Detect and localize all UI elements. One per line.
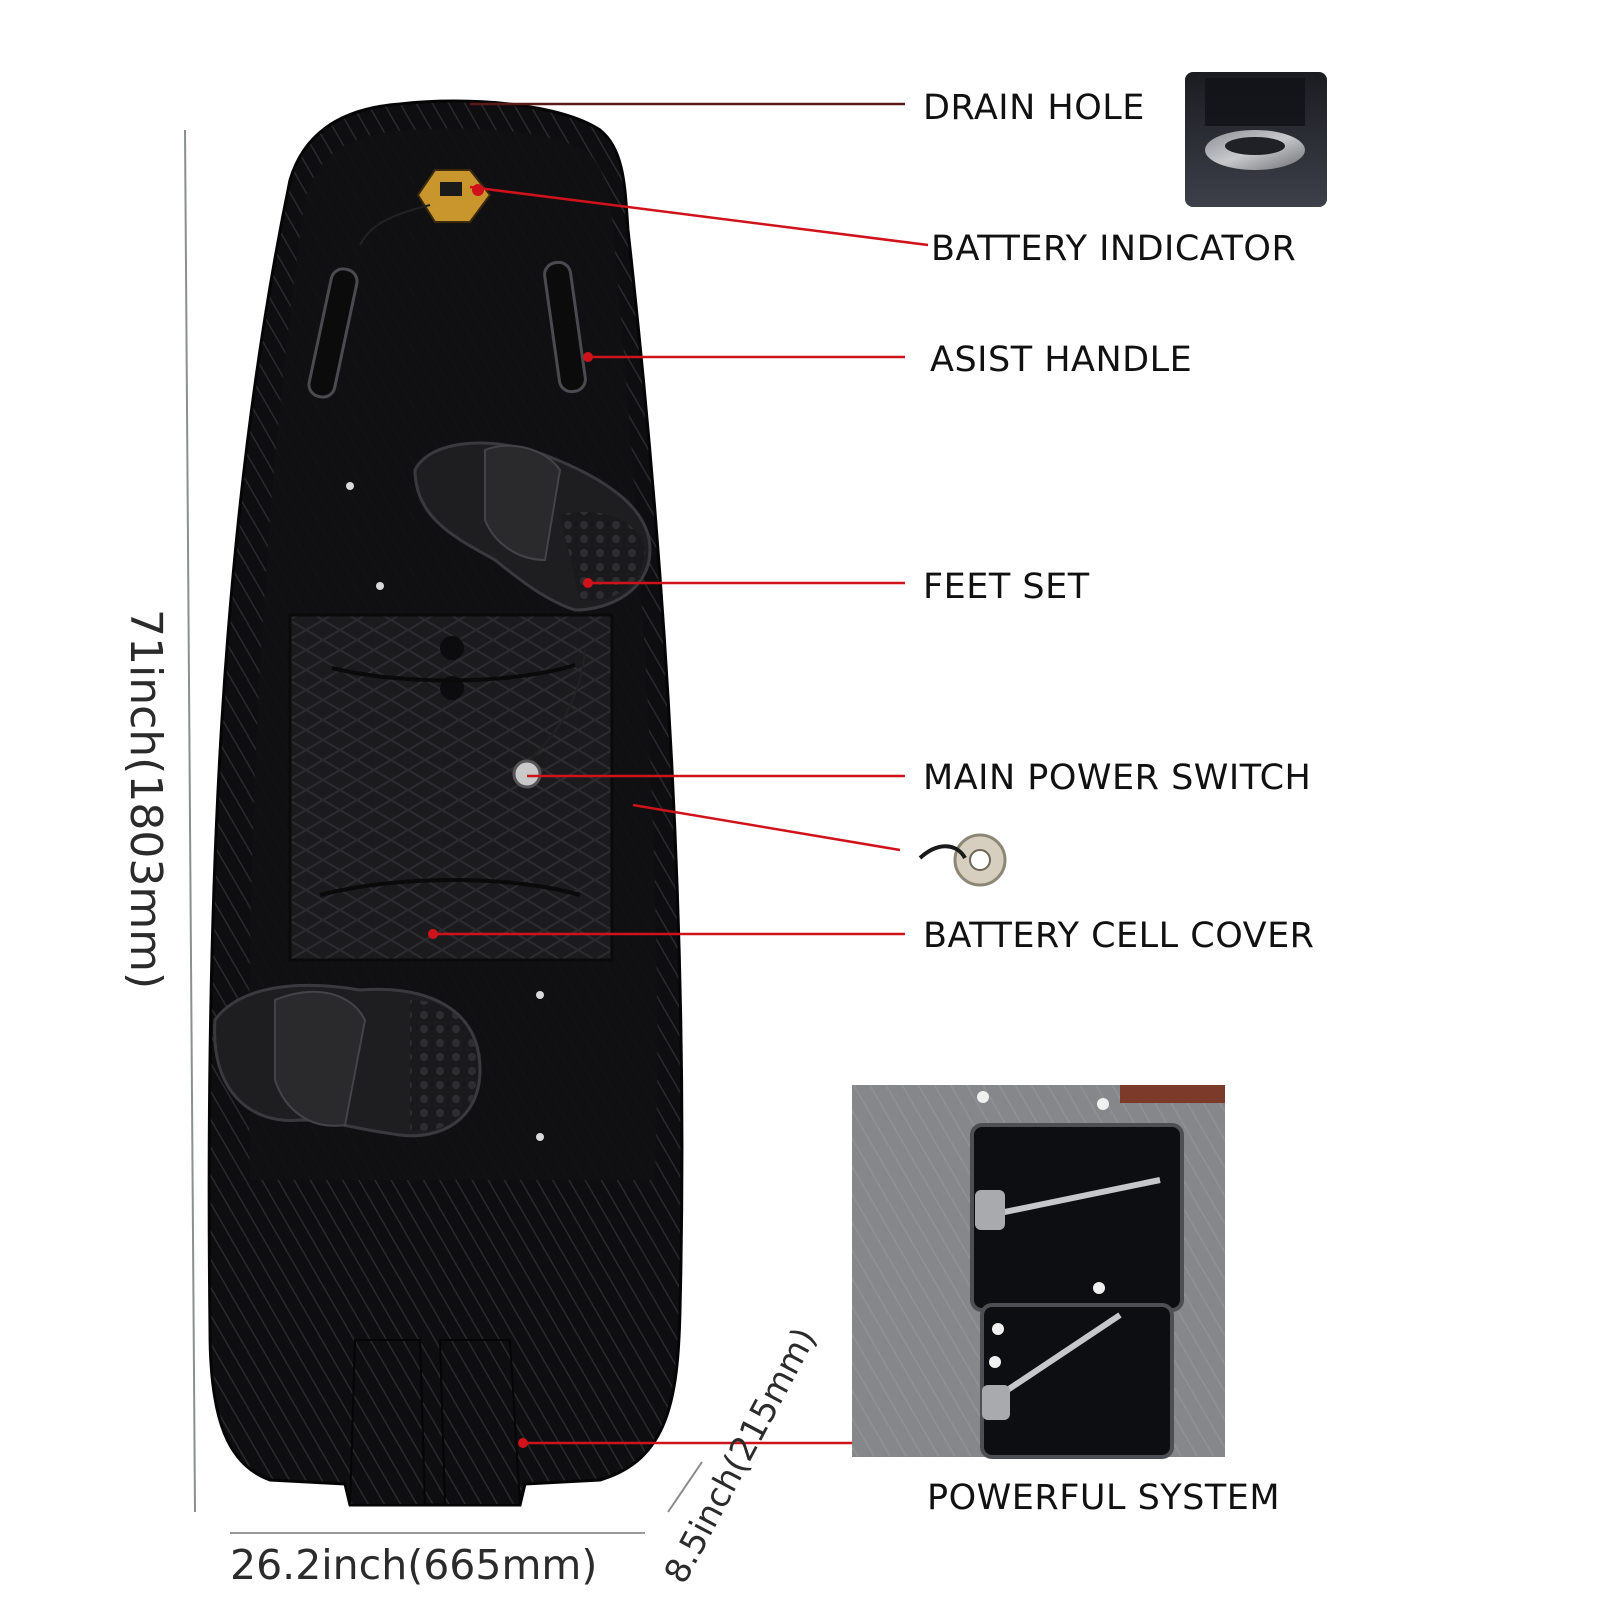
battery-indicator-label: BATTERY INDICATOR: [931, 229, 1297, 269]
length-dimension-line: [184, 129, 196, 1513]
width-dimension-label: 26.2inch(665mm): [230, 1541, 598, 1589]
drain-hole-label: DRAIN HOLE: [923, 88, 1145, 128]
jet-nozzles: [348, 1339, 522, 1506]
assist-handle-right-icon: [543, 260, 587, 394]
powerful-system-label: POWERFUL SYSTEM: [927, 1478, 1281, 1518]
height-dimension-line: [667, 1461, 703, 1513]
feet-set-label: FEET SET: [923, 567, 1090, 607]
assist-handle-label: ASIST HANDLE: [930, 340, 1193, 380]
battery-cell-cover-label: BATTERY CELL COVER: [923, 916, 1315, 956]
drain-hole-inset: [1185, 72, 1327, 207]
leader-dots: [428, 184, 593, 1448]
rear-foot-binding-icon: [213, 983, 482, 1138]
length-dimension-label: 71inch(1803mm): [120, 609, 171, 990]
board-screws: [346, 482, 544, 1141]
assist-handle-left-icon: [307, 267, 359, 399]
safety-key-icon: [918, 833, 1007, 887]
powerful-system-inset: [852, 1085, 1225, 1459]
main-power-switch-label: MAIN POWER SWITCH: [923, 758, 1312, 798]
main-power-switch-icon: [512, 759, 542, 789]
leader-lines: [433, 102, 929, 1445]
